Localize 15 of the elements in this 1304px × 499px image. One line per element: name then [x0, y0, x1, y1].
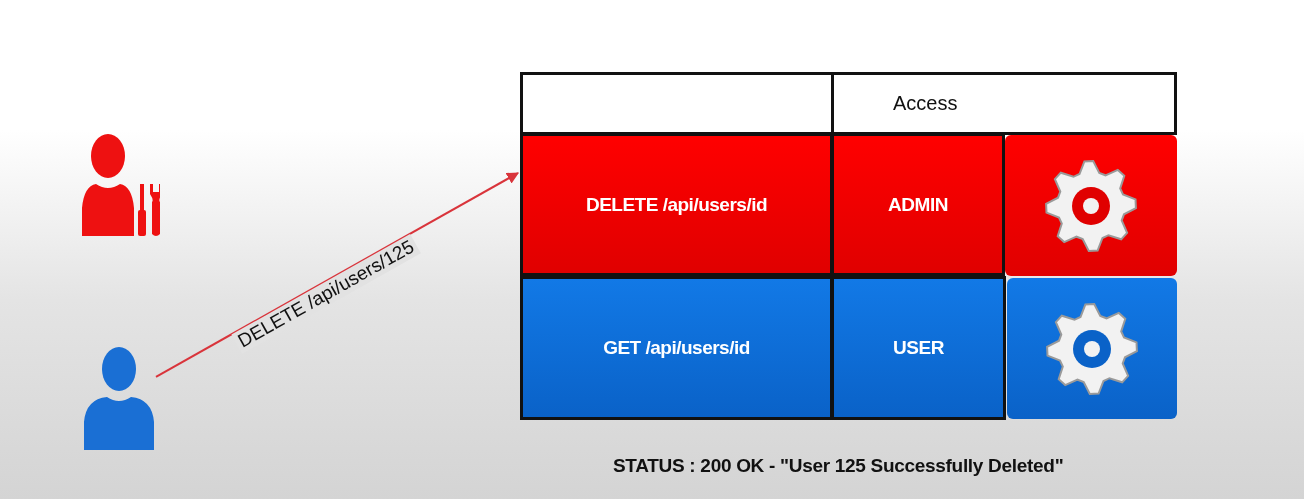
status-text: STATUS : 200 OK - "User 125 Successfully Deleted" [613, 455, 1064, 477]
table-cell [520, 276, 833, 420]
cell-text: ADMIN [888, 193, 948, 216]
table-cell [1007, 278, 1177, 419]
table-cell [831, 276, 1006, 420]
cell-text: USER [893, 337, 944, 359]
person-icon [82, 345, 156, 450]
table-cell [520, 133, 833, 276]
cell-text: DELETE /api/users/id [585, 193, 768, 216]
column-header: Access [893, 92, 958, 115]
person-with-tools-icon [80, 132, 160, 236]
table-cell [831, 133, 1005, 276]
arrow [155, 172, 520, 378]
cell-text: GET /api/users/id [603, 337, 750, 359]
table-cell [1005, 135, 1177, 276]
